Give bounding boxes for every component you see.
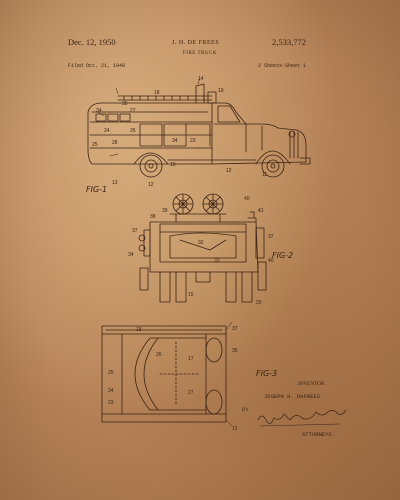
ref-num: 27 (130, 108, 136, 114)
attorney-signature (257, 409, 347, 424)
attorneys-label: ATTORNEYS (302, 431, 332, 438)
ref-num: 37 (268, 234, 274, 240)
ref-num: 20 (256, 300, 262, 306)
ref-num: 32 (198, 240, 204, 246)
ref-num: 39 (162, 208, 168, 214)
ref-num: 23 (108, 400, 114, 406)
inventor-name: JOSEPH H. DeFREES (264, 393, 321, 400)
ref-num: 38 (150, 214, 156, 220)
ref-num: 14 (198, 76, 204, 82)
ref-num: 10 (170, 162, 176, 168)
ref-num: 34 (128, 252, 134, 258)
ref-num: 12 (148, 182, 154, 188)
ref-num: 11 (262, 172, 267, 178)
ref-num: 19 (218, 88, 224, 94)
ref-num: 37 (232, 326, 238, 332)
ref-num: 28 (112, 140, 118, 146)
ref-num: 34 (96, 108, 102, 114)
ref-num: 35 (122, 101, 128, 107)
ref-num: 12 (226, 168, 232, 174)
ref-num: 26 (130, 128, 136, 134)
sheet-count: 2 Sheets-Sheet 1 (258, 63, 307, 69)
ref-num: 18 (154, 90, 160, 96)
filed-date: Filed Oct. 21, 1948 (68, 63, 126, 69)
ref-num: 15 (188, 292, 194, 298)
ref-num: 40 (268, 258, 274, 264)
patent-title: FIRE TRUCK (183, 51, 217, 56)
ref-num: 34 (172, 138, 178, 144)
ref-num: 25 (108, 370, 114, 376)
ref-num: 33 (214, 258, 220, 264)
ref-num: 18 (136, 327, 142, 333)
ref-num: 35 (232, 348, 238, 354)
ref-num: 24 (104, 128, 110, 134)
fig1-label: FIG-1 (86, 185, 107, 194)
ref-num: 26 (156, 352, 162, 358)
by-label: BY (242, 408, 249, 413)
signature-underline (259, 423, 341, 427)
ref-num: 41 (258, 208, 264, 214)
ref-num: 13 (112, 180, 118, 186)
ref-num: 17 (188, 356, 194, 362)
patent-number: 2,533,772 (272, 37, 306, 47)
ref-num: 23 (190, 138, 196, 144)
ref-num: 37 (132, 228, 138, 234)
ref-num: 25 (92, 142, 98, 148)
ref-num: 12 (232, 426, 238, 432)
fig3-label: FIG-3 (256, 369, 277, 378)
ref-num: 40 (244, 196, 250, 202)
fig2-label: FIG-2 (272, 251, 293, 260)
ref-num: 27 (188, 390, 194, 396)
inventor-short-name: J. H. DE FREES (172, 40, 220, 46)
patent-date: Dec. 12, 1950 (68, 37, 116, 47)
inventor-label: INVENTOR (298, 381, 325, 387)
ref-num: 24 (108, 388, 114, 394)
